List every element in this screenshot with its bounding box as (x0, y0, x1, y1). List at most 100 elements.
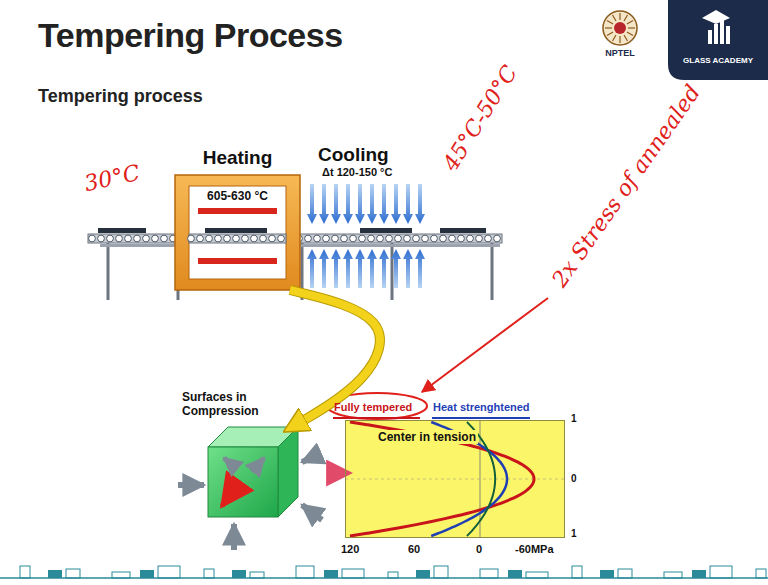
heater-bar (198, 208, 277, 214)
glass-sheets (360, 228, 412, 233)
rollers (224, 235, 231, 242)
compression-arrows (231, 524, 237, 550)
rollers (440, 235, 447, 242)
legend-label: Heat strenghtened (433, 401, 530, 413)
axis-tick: 0 (571, 473, 577, 484)
nptel-logo (627, 21, 633, 25)
nptel-logo (613, 35, 617, 41)
rollers (422, 235, 429, 242)
glass-sheets (98, 228, 146, 233)
cooling-arrows (367, 184, 377, 224)
axis-tick: 120 (341, 543, 359, 555)
footer-strip (692, 570, 706, 578)
footer-strip (232, 570, 246, 578)
rollers (476, 235, 483, 242)
axis-tick: 1 (571, 528, 577, 539)
rollers (206, 235, 213, 242)
rollers (323, 235, 330, 242)
rollers (215, 235, 222, 242)
cube-heading: Surfaces in Compression (182, 391, 278, 419)
conveyor-inner (189, 234, 286, 243)
rollers (206, 235, 213, 242)
axis-tick: 0 (476, 543, 482, 555)
heater-bar (198, 258, 277, 264)
footer-strip (324, 570, 338, 578)
cooling-arrows (307, 184, 425, 224)
temperature-label: 605-630 °C (189, 189, 286, 203)
rollers (278, 235, 285, 242)
academy-tab (708, 30, 712, 44)
cooling-arrows (355, 184, 365, 224)
rollers (242, 235, 249, 242)
cooling-arrows (367, 249, 377, 288)
furnace (175, 175, 300, 290)
zone-heading: Heating (175, 147, 300, 169)
compression-arrows (302, 505, 322, 520)
cooling-arrows (331, 249, 341, 288)
legs (107, 243, 110, 300)
footer-strip (508, 570, 522, 578)
nptel-logo (605, 13, 635, 43)
conveyor-inner (188, 234, 286, 243)
rollers (197, 235, 204, 242)
nptel-logo (624, 35, 628, 41)
nptel-logo (624, 15, 628, 21)
zone-heading: Cooling (318, 144, 389, 166)
nptel-logo (613, 15, 617, 21)
rollers (116, 235, 123, 242)
rollers (377, 235, 384, 242)
footer-strip (112, 572, 130, 578)
rollers (107, 235, 114, 242)
footer-strip (20, 566, 30, 578)
stress-chart (345, 420, 565, 538)
footer-strip (250, 572, 264, 578)
rollers (458, 235, 465, 242)
tension-arrow (252, 458, 264, 472)
rollers (161, 235, 168, 242)
rollers (467, 235, 474, 242)
glass-sheets (440, 228, 486, 233)
academy-tab (720, 20, 724, 44)
rollers (386, 235, 393, 242)
logo-text: GLASS ACADEMY (683, 56, 753, 65)
rollers (188, 235, 285, 242)
cooling-arrows (307, 184, 317, 224)
footer-strip (618, 569, 632, 578)
legend-underline (432, 417, 530, 419)
transfer-arrow (298, 473, 345, 474)
furnace (88, 234, 502, 243)
axis-unit: -60MPa (515, 543, 554, 555)
glass-cube: Surfaces in Compression (208, 427, 298, 517)
rollers (368, 235, 375, 242)
stress-chart (345, 479, 565, 480)
footer-strip (480, 569, 498, 578)
rollers (197, 235, 204, 242)
nptel-logo (607, 21, 613, 25)
cooling-arrows (319, 249, 329, 288)
rollers (188, 235, 195, 242)
glass-cube (278, 427, 298, 517)
nptel-logo (605, 27, 612, 28)
rollers (242, 235, 249, 242)
handwritten-note: 45°C-50°C (438, 61, 522, 175)
cooling-arrows (343, 184, 353, 224)
footer-strip (140, 570, 154, 578)
academy-tab (726, 26, 730, 44)
rollers (449, 235, 456, 242)
rollers (395, 235, 402, 242)
academy-tab (668, 0, 768, 80)
footer-strip (710, 566, 732, 578)
footer-strip (0, 566, 768, 578)
rollers (224, 235, 231, 242)
footer-strip (664, 572, 682, 578)
rollers (251, 235, 258, 242)
rollers (125, 235, 132, 242)
rollers (341, 235, 348, 242)
furnace-box: Heating605-630 °C (175, 175, 300, 290)
rollers (89, 235, 96, 242)
legend-underline (333, 417, 420, 419)
furnace (189, 186, 286, 279)
cooling-arrows (319, 184, 329, 224)
